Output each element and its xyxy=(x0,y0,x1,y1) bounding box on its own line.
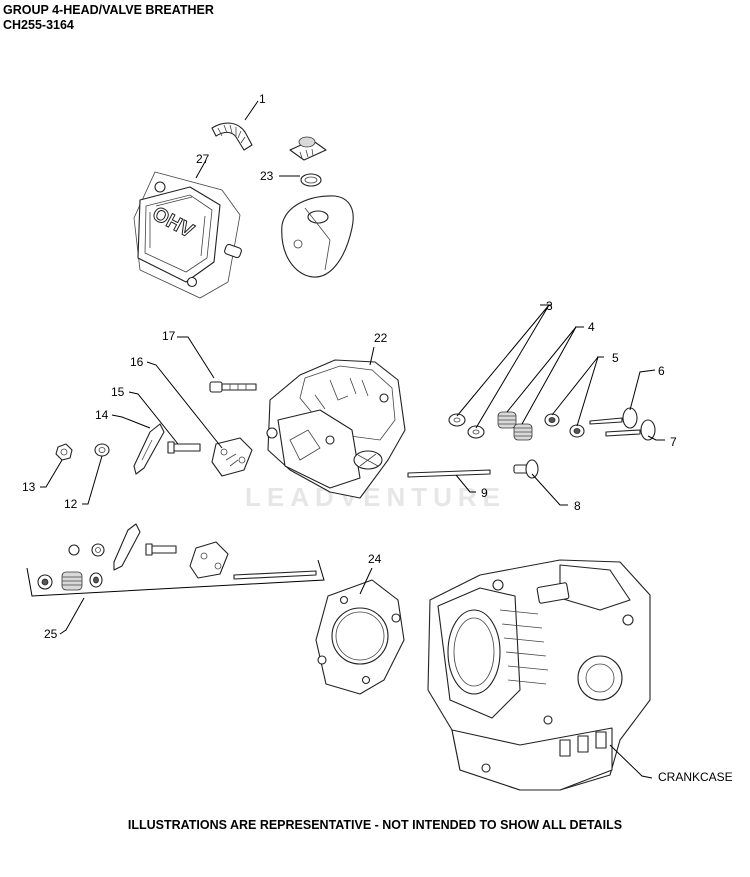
callout-23: 23 xyxy=(260,169,274,183)
callout-14: 14 xyxy=(95,408,109,422)
part-6-intake-valve[interactable] xyxy=(589,407,638,429)
part-5-valve-seal[interactable] xyxy=(544,413,585,438)
callout-7: 7 xyxy=(670,435,677,449)
callout-6: 6 xyxy=(658,364,665,378)
footer-disclaimer: ILLUSTRATIONS ARE REPRESENTATIVE - NOT I… xyxy=(127,818,623,832)
part-3-valve-retainer[interactable] xyxy=(448,413,485,439)
part-25-valve-kit[interactable] xyxy=(26,523,325,597)
callout-27: 27 xyxy=(196,152,210,166)
crankcase[interactable] xyxy=(427,559,651,791)
part-13-nut[interactable] xyxy=(55,443,73,461)
callout-8: 8 xyxy=(574,499,581,513)
part-14-rocker-arm[interactable] xyxy=(133,423,165,475)
part-24-head-gasket[interactable] xyxy=(315,579,405,695)
callout-labels: 1 27 23 17 16 15 14 22 3 4 5 6 7 8 9 13 … xyxy=(22,92,733,784)
watermark-text: LEADVENTURE xyxy=(245,482,507,512)
callout-1: 1 xyxy=(259,92,266,106)
part-22-cylinder-head[interactable] xyxy=(266,359,406,499)
callout-25: 25 xyxy=(44,627,58,641)
model-code: CH255-3164 xyxy=(3,18,74,32)
part-1-breather-hose[interactable] xyxy=(211,122,253,151)
part-27-valve-cover[interactable]: OHV xyxy=(133,171,242,299)
callout-16: 16 xyxy=(130,355,144,369)
callout-3: 3 xyxy=(546,299,553,313)
part-8-valve-lifter[interactable] xyxy=(513,459,539,479)
callout-9: 9 xyxy=(481,486,488,500)
part-23-seal[interactable] xyxy=(300,173,322,187)
callout-4: 4 xyxy=(588,320,595,334)
leader-lines xyxy=(40,100,665,779)
callout-crankcase: CRANKCASE xyxy=(658,770,733,784)
breather-cover[interactable] xyxy=(281,195,354,278)
diagram-title: GROUP 4-HEAD/VALVE BREATHER xyxy=(3,3,214,17)
part-17-head-bolt[interactable] xyxy=(209,381,257,393)
part-9-push-rod[interactable] xyxy=(407,469,491,478)
callout-17: 17 xyxy=(162,329,176,343)
callout-13: 13 xyxy=(22,480,36,494)
breather-valve[interactable] xyxy=(289,136,327,161)
callout-12: 12 xyxy=(64,497,78,511)
part-4-valve-spring[interactable] xyxy=(497,411,533,441)
part-12-pivot[interactable] xyxy=(94,443,110,457)
callout-22: 22 xyxy=(374,331,388,345)
callout-15: 15 xyxy=(111,385,125,399)
part-15-rocker-stud[interactable] xyxy=(167,441,201,454)
callout-24: 24 xyxy=(368,552,382,566)
part-7-exhaust-valve[interactable] xyxy=(605,419,656,441)
callout-5: 5 xyxy=(612,351,619,365)
